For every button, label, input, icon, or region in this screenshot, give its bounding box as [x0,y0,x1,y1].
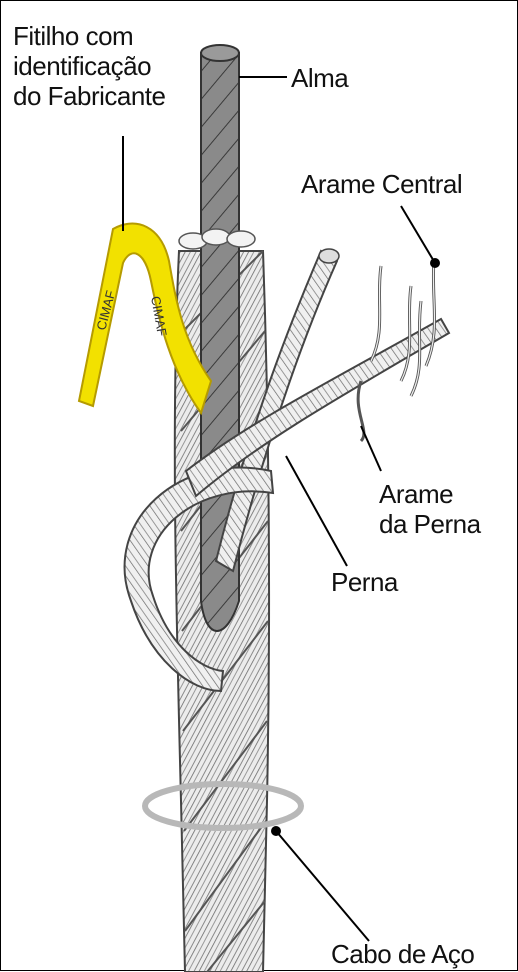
label-arame-da-perna-line-1: Arame [379,479,481,509]
core-top [201,45,239,61]
label-fitilho: Fitilho com identificação do Fabricante [13,21,165,111]
leader-cabo [276,831,369,941]
leader-perna [286,456,347,566]
leader-arame-central [401,206,435,263]
label-arame-central: Arame Central [301,169,462,199]
label-cabo-de-aco: Cabo de Aço [331,939,474,969]
label-arame-da-perna-line-2: da Perna [379,509,481,539]
label-fitilho-line-3: do Fabricante [13,81,165,111]
label-arame-da-perna: Arame da Perna [379,479,481,539]
label-fitilho-line-1: Fitilho com [13,21,165,51]
tape-text-1: CIMAF [93,289,118,332]
label-perna: Perna [331,567,398,597]
strand-end [319,249,339,263]
label-fitilho-line-2: identificação [13,51,165,81]
leader-arame-perna [361,426,381,471]
label-alma: Alma [291,63,348,93]
